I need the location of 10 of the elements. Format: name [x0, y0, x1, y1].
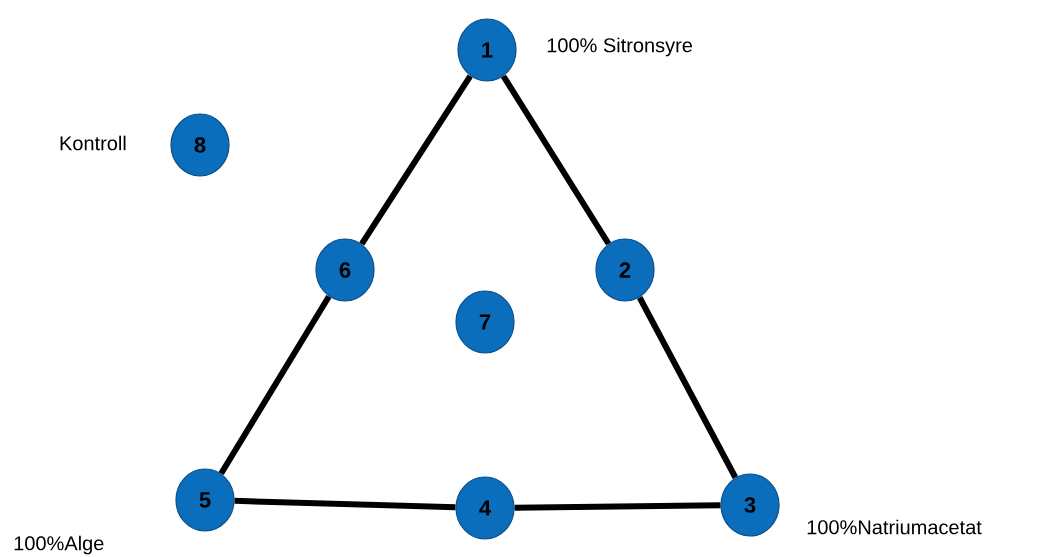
- corner-label: Kontroll: [60, 135, 126, 151]
- corner-label: 100%Natriumacetat: [807, 519, 982, 535]
- triangle-side: [234, 497, 456, 511]
- triangle-side: [500, 74, 612, 246]
- triangle-side: [636, 296, 739, 479]
- triangle-side: [514, 502, 721, 511]
- triangle-side: [218, 294, 332, 476]
- corner-label: 100%Alge: [14, 535, 104, 555]
- triangle-side: [359, 74, 473, 246]
- corner-label: 100% Sitronsyre: [547, 37, 692, 57]
